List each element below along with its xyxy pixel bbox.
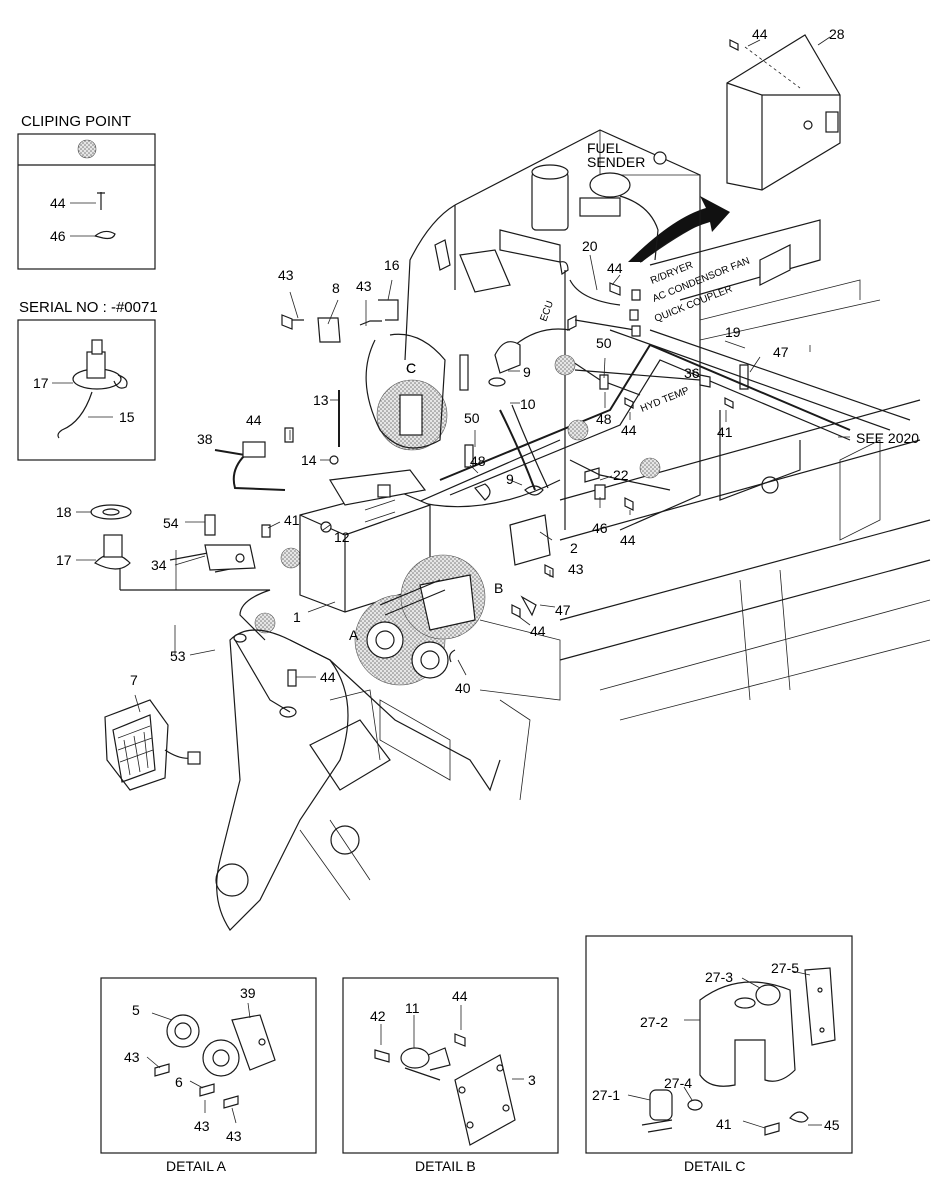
part-number-p18: 18 xyxy=(56,504,72,520)
cover-28 xyxy=(726,34,841,191)
part-number-dC271: 27-1 xyxy=(592,1087,620,1103)
part-number-dC273: 27-3 xyxy=(705,969,733,985)
leader-lines xyxy=(76,254,850,713)
part-number-p17: 17 xyxy=(56,552,72,568)
part-number-p46: 46 xyxy=(592,520,608,536)
part-number-p44d: 44 xyxy=(246,412,262,428)
detail-c-box xyxy=(585,935,853,1154)
part-number-p2: 2 xyxy=(570,540,578,556)
part-number-p7: 7 xyxy=(130,672,138,688)
part-number-pC: C xyxy=(406,360,416,376)
part-number-p34: 34 xyxy=(151,557,167,573)
part-number-p54: 54 xyxy=(163,515,179,531)
part-number-dA39: 39 xyxy=(240,985,256,1001)
see-2020-label: SEE 2020 xyxy=(856,430,919,446)
battery xyxy=(299,469,431,613)
part-number-p28: 28 xyxy=(829,26,845,42)
part-number-p1: 1 xyxy=(293,609,301,625)
part-number-dA5: 5 xyxy=(132,1002,140,1018)
detail-c-marker: C xyxy=(406,360,416,376)
part-number-dC275: 27-5 xyxy=(771,960,799,976)
detail-c-caption: DETAIL C xyxy=(684,1158,746,1174)
part-number-dA43c: 43 xyxy=(226,1128,242,1144)
part-number-p43b: 43 xyxy=(356,278,372,294)
part-number-p9b: 9 xyxy=(506,471,514,487)
part-number-p41a: 41 xyxy=(717,424,733,440)
part-number-p15: 15 xyxy=(119,409,135,425)
hyd-temp-label: HYD TEMP xyxy=(639,385,691,415)
part-number-dB42: 42 xyxy=(370,1008,386,1024)
part-number-p44clip: 44 xyxy=(50,195,66,211)
detail-a-box xyxy=(100,977,317,1154)
part-number-p53: 53 xyxy=(170,648,186,664)
part-number-p22: 22 xyxy=(613,467,629,483)
part-number-dA43a: 43 xyxy=(124,1049,140,1065)
part-number-p20: 20 xyxy=(582,238,598,254)
part-number-p12: 12 xyxy=(334,529,350,545)
cliping-point-title: CLIPING POINT xyxy=(21,113,132,130)
part-number-dC41: 41 xyxy=(716,1116,732,1132)
fuel-tank xyxy=(404,129,701,531)
cliping-point-inset xyxy=(17,133,156,270)
fuel-sender-label-2: SENDER xyxy=(587,154,645,170)
detail-b-caption: DETAIL B xyxy=(415,1158,476,1174)
part-number-dB44: 44 xyxy=(452,988,468,1004)
part-number-p36: 36 xyxy=(684,365,700,381)
part-number-p47a: 47 xyxy=(773,344,789,360)
part-number-dC272: 27-2 xyxy=(640,1014,668,1030)
part-number-p43c: 43 xyxy=(568,561,584,577)
detail-b-marker: B xyxy=(494,580,503,596)
part-number-dB11: 11 xyxy=(405,1000,420,1016)
ecu-label: ECU xyxy=(538,299,556,323)
part-number-p48a: 48 xyxy=(596,411,612,427)
part-number-p50a: 50 xyxy=(596,335,612,351)
part-number-p19: 19 xyxy=(725,324,741,340)
part-number-dA6: 6 xyxy=(175,1074,183,1090)
part-number-p44f: 44 xyxy=(530,623,546,639)
part-number-p44b: 44 xyxy=(607,260,623,276)
part-number-p9a: 9 xyxy=(523,364,531,380)
part-number-p50b: 50 xyxy=(464,410,480,426)
part-number-p10: 10 xyxy=(520,396,536,412)
detail-b-box xyxy=(342,977,559,1154)
part-number-p41b: 41 xyxy=(284,512,300,528)
part-number-dA43b: 43 xyxy=(194,1118,210,1134)
work-light xyxy=(104,699,201,791)
part-number-p16: 16 xyxy=(384,257,400,273)
part-number-p48b: 48 xyxy=(470,453,486,469)
part-number-p38: 38 xyxy=(197,431,213,447)
part-number-p14: 14 xyxy=(301,452,317,468)
part-number-dC274: 27-4 xyxy=(664,1075,692,1091)
part-number-p46clip: 46 xyxy=(50,228,66,244)
part-number-p43a: 43 xyxy=(278,267,294,283)
part-number-dB3: 3 xyxy=(528,1072,536,1088)
serial-no-inset xyxy=(17,319,156,461)
part-number-p13: 13 xyxy=(313,392,329,408)
part-number-p44c: 44 xyxy=(621,422,637,438)
serial-no-title: SERIAL NO : -#0071 xyxy=(19,299,158,316)
detail-a-caption: DETAIL A xyxy=(166,1158,226,1174)
part-number-dC45: 45 xyxy=(824,1117,840,1133)
part-number-p44e: 44 xyxy=(620,532,636,548)
part-number-p8: 8 xyxy=(332,280,340,296)
detail-a-marker: A xyxy=(349,627,359,643)
fuel-sender-label-1: FUEL xyxy=(587,140,623,156)
upper-frame xyxy=(559,219,931,721)
part-number-p44g: 44 xyxy=(320,669,336,685)
boom-structure xyxy=(215,619,561,931)
part-number-p17ser: 17 xyxy=(33,375,49,391)
part-number-p44a: 44 xyxy=(752,26,768,42)
part-number-p40: 40 xyxy=(455,680,471,696)
part-number-p47b: 47 xyxy=(555,602,571,618)
